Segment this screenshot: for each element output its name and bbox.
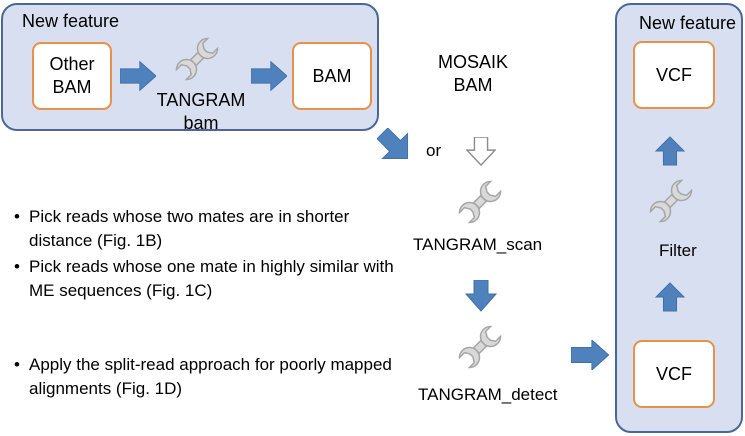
bam-box: BAM [292,42,372,110]
detect-note-item: Apply the split-read approach for poorly… [14,353,409,401]
right-arrow-icon [571,340,609,370]
wrench-icon [458,325,502,369]
filter-label: Filter [659,241,697,260]
up-arrow-icon [654,136,686,166]
scan-note-item: Pick reads whose one mate in highly simi… [14,255,409,303]
wrench-icon [175,37,219,81]
wrench-icon [458,180,502,224]
mosaik-bam-label: MOSAIK BAM [437,52,508,95]
tangram-scan-label: TANGRAM_scan [413,235,543,254]
vcf-box-bottom: VCF [633,340,715,408]
down-arrow-icon [465,280,497,312]
right-arrow-icon [251,61,287,91]
tangram-detect-label: TANGRAM_detect [418,385,558,404]
vcf-box-top: VCF [633,41,715,109]
other-bam-box: Other BAM [32,42,112,110]
right-arrow-icon [120,61,156,91]
panel-title-left: New feature [22,11,120,31]
detect-notes-list: Apply the split-read approach for poorly… [14,353,409,401]
diagonal-arrow-icon [377,128,409,160]
tangram-bam-label: TANGRAM bam [156,90,246,133]
wrench-icon [649,179,693,223]
or-label: or [426,141,442,160]
scan-note-item: Pick reads whose two mates are in shorte… [14,205,409,253]
new-feature-panel-right: New feature VCF Filter VCF [615,3,743,433]
scan-notes-list: Pick reads whose two mates are in shorte… [14,205,409,303]
up-arrow-icon [654,282,686,312]
panel-title-right: New feature [639,13,737,33]
down-arrow-outline-icon [466,137,496,167]
new-feature-panel-left: New feature Other BAM TANGRAM bam BAM [1,3,379,133]
